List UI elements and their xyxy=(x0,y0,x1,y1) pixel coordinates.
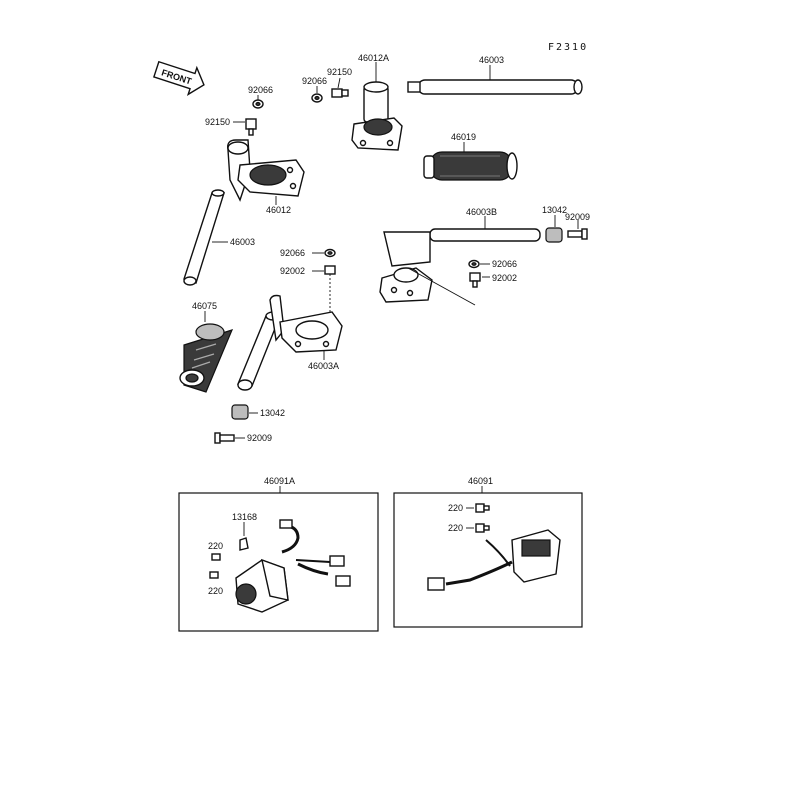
label-92009-right: 92009 xyxy=(565,212,590,222)
left-switch-housing xyxy=(235,519,351,613)
label-46012A: 46012A xyxy=(358,53,389,63)
right-switch-housing xyxy=(427,529,561,591)
end-cap-13042-right xyxy=(545,227,563,243)
grip-46019 xyxy=(423,151,518,181)
handlebar-tube-left xyxy=(183,189,225,286)
screw-92009-bottom xyxy=(214,432,235,444)
diagram-reference-code: F2310 xyxy=(548,42,588,53)
label-220-d: 220 xyxy=(448,523,463,533)
label-13042-right: 13042 xyxy=(542,205,567,215)
label-46003-left: 46003 xyxy=(230,237,255,247)
handlebar-46003A xyxy=(237,294,343,391)
label-92066-left: 92066 xyxy=(248,85,273,95)
switch-box-46091 xyxy=(393,492,583,628)
handlebar-46003B xyxy=(379,228,541,306)
label-46012: 46012 xyxy=(266,205,291,215)
clamp-46012A xyxy=(351,81,403,151)
washer-92066-mid xyxy=(324,248,336,258)
screw-220-c xyxy=(475,503,490,513)
screw-220-b xyxy=(209,571,219,579)
label-92150-left: 92150 xyxy=(205,117,230,127)
label-92002-right: 92002 xyxy=(492,273,517,283)
label-92066-right: 92066 xyxy=(492,259,517,269)
label-46003A: 46003A xyxy=(308,361,339,371)
washer-92066-right xyxy=(468,259,480,269)
handlebar-tube-top xyxy=(407,79,583,95)
label-46019: 46019 xyxy=(451,132,476,142)
switch-box-46091A xyxy=(178,492,379,632)
label-46003-top: 46003 xyxy=(479,55,504,65)
label-92066-mid: 92066 xyxy=(280,248,305,258)
bolt-92150-left xyxy=(245,118,257,136)
bolt-92150-top xyxy=(331,88,349,98)
bolt-92002-mid xyxy=(324,265,336,312)
label-46075: 46075 xyxy=(192,301,217,311)
front-arrow-icon: FRONT xyxy=(153,60,205,96)
label-92150-top: 92150 xyxy=(327,67,352,77)
label-92002-mid: 92002 xyxy=(280,266,305,276)
label-92066-top: 92066 xyxy=(302,76,327,86)
clamp-46012 xyxy=(226,139,305,202)
washer-92066-top xyxy=(311,93,323,103)
label-13042-bottom: 13042 xyxy=(260,408,285,418)
label-13168: 13168 xyxy=(232,512,257,522)
bolt-92002-right xyxy=(469,272,481,288)
grip-46075 xyxy=(179,323,234,393)
label-220-a: 220 xyxy=(208,541,223,551)
label-220-c: 220 xyxy=(448,503,463,513)
end-cap-13042-bottom xyxy=(231,404,249,420)
label-220-b: 220 xyxy=(208,586,223,596)
clip-13168 xyxy=(239,537,249,551)
screw-220-d xyxy=(475,523,490,533)
screw-92009-right xyxy=(567,228,588,240)
label-46003B: 46003B xyxy=(466,207,497,217)
label-92009-bottom: 92009 xyxy=(247,433,272,443)
screw-220-a xyxy=(211,553,221,561)
label-46091: 46091 xyxy=(468,476,493,486)
washer-92066-left xyxy=(252,99,264,109)
label-46091A: 46091A xyxy=(264,476,295,486)
